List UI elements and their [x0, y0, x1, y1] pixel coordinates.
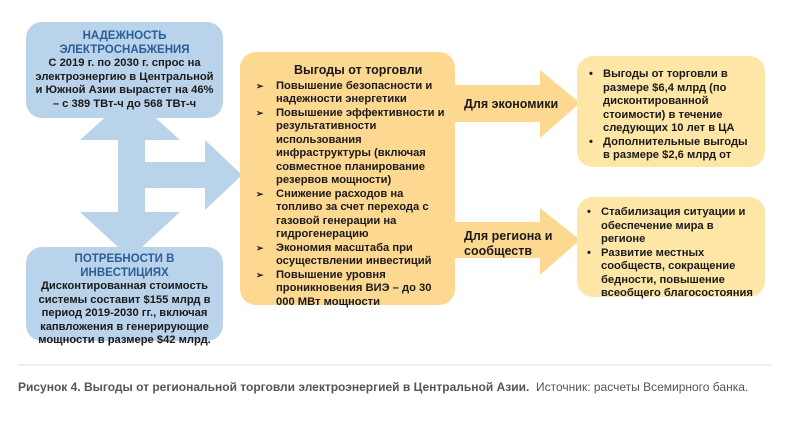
region-item: Развитие местных сообществ, сокращение б… — [581, 247, 759, 301]
region-label: Для региона и сообществ — [464, 229, 553, 258]
caption-title: Рисунок 4. Выгоды от региональной торгов… — [18, 380, 530, 394]
economy-item: Дополнительные выгоды в размере $2,6 млр… — [583, 136, 757, 163]
reliability-title: НАДЕЖНОСТЬ ЭЛЕКТРОСНАБЖЕНИЯ — [59, 30, 190, 56]
region-box: Стабилизация ситуации и обеспечение мира… — [577, 197, 765, 299]
reliability-box: НАДЕЖНОСТЬ ЭЛЕКТРОСНАБЖЕНИЯ С 2019 г. по… — [26, 22, 223, 118]
economy-box: Выгоды от торговли в размере $6,4 млрд (… — [577, 56, 765, 167]
benefit-item: Повышение безопасности и надежности энер… — [254, 80, 449, 107]
economy-label: Для экономики — [464, 97, 559, 111]
benefits-box: Выгоды от торговли Повышение безопасност… — [240, 52, 455, 308]
benefit-item: Экономия масштаба при осуществлении инве… — [254, 242, 449, 269]
arrow-region — [450, 208, 580, 275]
region-item: Стабилизация ситуации и обеспечение мира… — [581, 206, 759, 247]
investment-title: ПОТРЕБНОСТИ В ИНВЕСТИЦИЯХ — [74, 253, 175, 279]
arrow-economy — [450, 70, 580, 138]
benefit-item: Снижение расходов на топливо за счет пер… — [254, 188, 449, 242]
benefit-item: Повышение уровня проникновения ВИЭ – до … — [254, 269, 449, 310]
benefits-title: Выгоды от торговли — [294, 63, 423, 77]
double-arrow-vertical — [80, 95, 242, 258]
economy-item: Выгоды от торговли в размере $6,4 млрд (… — [583, 68, 757, 136]
investment-box: ПОТРЕБНОСТИ В ИНВЕСТИЦИЯХ Дисконтированн… — [26, 247, 223, 346]
figure-caption: Рисунок 4. Выгоды от региональной торгов… — [18, 380, 778, 395]
caption-source: Источник: расчеты Всемирного банка. — [535, 380, 749, 394]
reliability-text: С 2019 г. по 2030 г. спрос на электроэне… — [35, 57, 214, 110]
benefit-item: Повышение эффективности и результативнос… — [254, 107, 449, 188]
investment-text: Дисконтированная стоимость системы соста… — [38, 280, 211, 346]
